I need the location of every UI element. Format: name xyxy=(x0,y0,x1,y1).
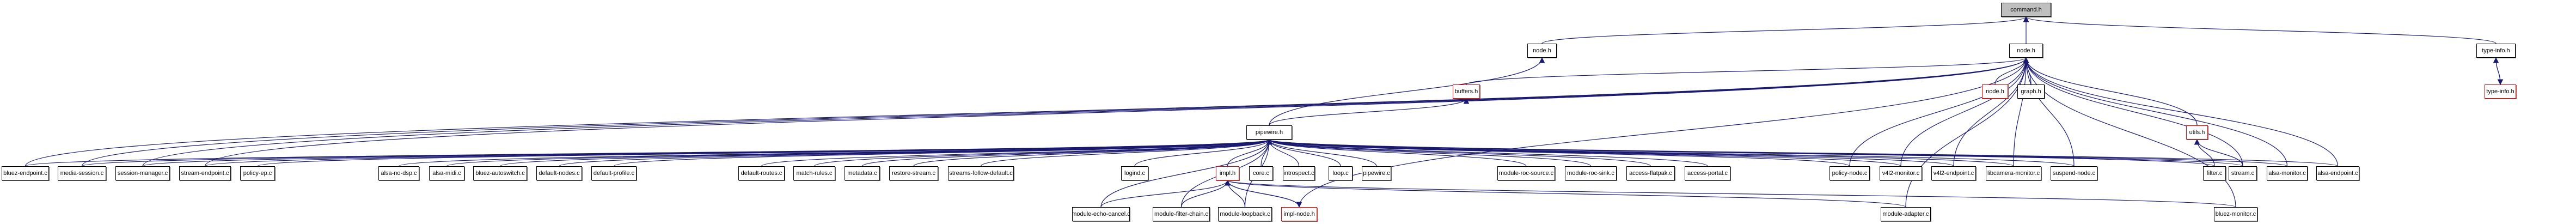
node-filter-c[interactable]: filter.c xyxy=(2203,166,2226,180)
edge-impl_node_h-to-node_h xyxy=(1299,57,2029,208)
node-introspect-c[interactable]: introspect.c xyxy=(1283,166,1315,180)
edge-logind_c-to-pipewire_h xyxy=(1134,138,1272,167)
edge-alsa_monitor_c-to-node_h xyxy=(2023,57,2288,167)
edge-stream_c-to-node_h xyxy=(2023,57,2243,167)
node-node-h[interactable]: node.h xyxy=(2009,44,2043,58)
edge-stream_c-to-utils_h xyxy=(2194,138,2243,167)
node-buffers-h[interactable]: buffers.h xyxy=(1453,84,1480,99)
edge-type_info_h-to-command_h xyxy=(2023,16,2497,44)
edge-module_adapter_c-to-node_h xyxy=(1905,57,2029,208)
node-alsa-midi-c[interactable]: alsa-midi.c xyxy=(429,166,464,180)
node-bluez-endpoint-c[interactable]: bluez-endpoint.c xyxy=(2,166,49,180)
node-stream-endpoint-c[interactable]: stream-endpoint.c xyxy=(179,166,231,180)
edge-impl_h-to-impl_node_h xyxy=(1227,180,1302,208)
edge-access_flatpak_c-to-pipewire_h xyxy=(1266,138,1651,167)
node-logind-c[interactable]: logind.c xyxy=(1121,166,1148,180)
node-alsa-monitor-c[interactable]: alsa-monitor.c xyxy=(2267,166,2308,180)
edge-policy_ep_c-to-pipewire_h xyxy=(257,138,1272,167)
node-utils-h[interactable]: utils.h xyxy=(2186,125,2208,140)
edge-alsa_endpoint_c-to-node_h xyxy=(2023,57,2339,167)
node-type-info-h-truncated[interactable]: type-info.h xyxy=(2485,84,2516,99)
edge-module_filter_chain_c-to-impl_h xyxy=(1180,179,1231,208)
edge-alsa_midi_c-to-pipewire_h xyxy=(446,138,1272,167)
node-default-profile-c[interactable]: default-profile.c xyxy=(591,166,637,180)
node-v4l2-endpoint-c[interactable]: v4l2-endpoint.c xyxy=(1931,166,1976,180)
node-stream-c[interactable]: stream.c xyxy=(2229,166,2257,180)
edge-module_roc_source_c-to-pipewire_h xyxy=(1266,138,1527,167)
node-module-filter-chain-c[interactable]: module-filter-chain.c xyxy=(1153,207,1210,221)
node-bluez-autoswitch-c[interactable]: bluez-autoswitch.c xyxy=(473,166,527,180)
edge-type_info_h-to-type_info_h2 xyxy=(2495,57,2504,86)
node-module-roc-source-c[interactable]: module-roc-source.c xyxy=(1497,166,1555,180)
edge-node_h_top-to-command_h xyxy=(1541,16,2029,44)
edge-v4l2_endpoint_c-to-pipewire_h xyxy=(1266,138,1954,167)
edge-pipewire_h-to-buffers_h xyxy=(1269,98,1470,126)
node-metadata-c[interactable]: metadata.c xyxy=(845,166,880,180)
node-media-session-c[interactable]: media-session.c xyxy=(58,166,106,180)
edge-v4l2_endpoint_c-to-node_h xyxy=(1953,57,2029,167)
node-restore-stream-c[interactable]: restore-stream.c xyxy=(889,166,938,180)
edge-pipewire_c-to-pipewire_h xyxy=(1266,138,1377,167)
node-command-h[interactable]: command.h xyxy=(2001,3,2051,17)
edge-metadata_c-to-pipewire_h xyxy=(861,138,1272,167)
node-pipewire-h[interactable]: pipewire.h xyxy=(1246,125,1292,140)
node-module-echo-cancel-c[interactable]: module-echo-cancel.c xyxy=(1072,207,1130,221)
node-libcamera-monitor-c[interactable]: libcamera-monitor.c xyxy=(1986,166,2041,180)
node-bluez-monitor-c[interactable]: bluez-monitor.c xyxy=(2214,207,2257,221)
node-impl-node-h[interactable]: impl-node.h xyxy=(1281,207,1317,221)
node-node-h-truncated[interactable]: node.h xyxy=(1982,84,2008,99)
node-impl-h[interactable]: impl.h xyxy=(1216,166,1239,180)
edge-access_portal_c-to-pipewire_h xyxy=(1266,138,1708,167)
node-pipewire-c[interactable]: pipewire.c xyxy=(1362,166,1391,180)
node-module-roc-sink-c[interactable]: module-roc-sink.c xyxy=(1565,166,1617,180)
node-streams-follow-default-c[interactable]: streams-follow-default.c xyxy=(948,166,1014,180)
edge-v4l2_monitor_c-to-node_h xyxy=(1900,57,2029,167)
node-core-c[interactable]: core.c xyxy=(1249,166,1273,180)
node-default-routes-c[interactable]: default-routes.c xyxy=(738,166,785,180)
node-policy-ep-c[interactable]: policy-ep.c xyxy=(240,166,275,180)
node-node-h-upper[interactable]: node.h xyxy=(1527,44,1557,58)
edge-session_manager_c-to-pipewire_h xyxy=(142,138,1272,167)
node-suspend-node-c[interactable]: suspend-node.c xyxy=(2051,166,2097,180)
edge-default_profile_c-to-pipewire_h xyxy=(613,138,1272,167)
edge-module_adapter_c-to-impl_h xyxy=(1225,179,1906,208)
node-session-manager-c[interactable]: session-manager.c xyxy=(115,166,170,180)
edge-module_echo_cancel_c-to-impl_h xyxy=(1100,179,1231,208)
node-access-flatpak-c[interactable]: access-flatpak.c xyxy=(1626,166,1675,180)
node-module-loopback-c[interactable]: module-loopback.c xyxy=(1218,207,1272,221)
node-v4l2-monitor-c[interactable]: v4l2-monitor.c xyxy=(1880,166,1922,180)
edge-restore_stream_c-to-pipewire_h xyxy=(913,138,1272,167)
edge-libcamera_monitor_c-to-node_h xyxy=(2013,57,2029,167)
edge-policy_node_c-to-node_h xyxy=(1849,57,2029,167)
edge-suspend_node_c-to-pipewire_h xyxy=(1266,138,2075,167)
node-match-rules-c[interactable]: match-rules.c xyxy=(793,166,835,180)
node-loop-c[interactable]: loop.c xyxy=(1329,166,1353,180)
edge-stream_endpoint_c-to-pipewire_h xyxy=(204,138,1272,167)
edge-streams_follow_default_c-to-pipewire_h xyxy=(980,138,1272,167)
node-type-info-h[interactable]: type-info.h xyxy=(2476,44,2516,58)
edge-buffers_h-to-node_h xyxy=(1466,57,2029,85)
edge-bluez_monitor_c-to-impl_h xyxy=(1225,179,2236,208)
edge-module_roc_sink_c-to-pipewire_h xyxy=(1266,138,1592,167)
edge-alsa_endpoint_c-to-pipewire_h xyxy=(1266,138,2339,167)
edge-suspend_node_c-to-node_h xyxy=(2023,57,2075,167)
edge-stream_endpoint_c-to-node_h xyxy=(204,57,2029,167)
edge-libcamera_monitor_c-to-pipewire_h xyxy=(1266,138,2014,167)
node-graph-h[interactable]: graph.h xyxy=(2017,84,2045,99)
node-module-adapter-c[interactable]: module-adapter.c xyxy=(1881,207,1931,221)
edge-module_echo_cancel_c-to-pipewire_h xyxy=(1100,138,1272,208)
node-policy-node-c[interactable]: policy-node.c xyxy=(1829,166,1870,180)
edge-pipewire_h-to-node_h_top xyxy=(1269,57,1545,126)
node-access-portal-c[interactable]: access-portal.c xyxy=(1685,166,1730,180)
edge-bluez_autoswitch_c-to-pipewire_h xyxy=(499,138,1272,167)
node-default-nodes-c[interactable]: default-nodes.c xyxy=(536,166,582,180)
node-alsa-endpoint-c[interactable]: alsa-endpoint.c xyxy=(2316,166,2359,180)
node-alsa-no-dsp-c[interactable]: alsa-no-dsp.c xyxy=(378,166,419,180)
